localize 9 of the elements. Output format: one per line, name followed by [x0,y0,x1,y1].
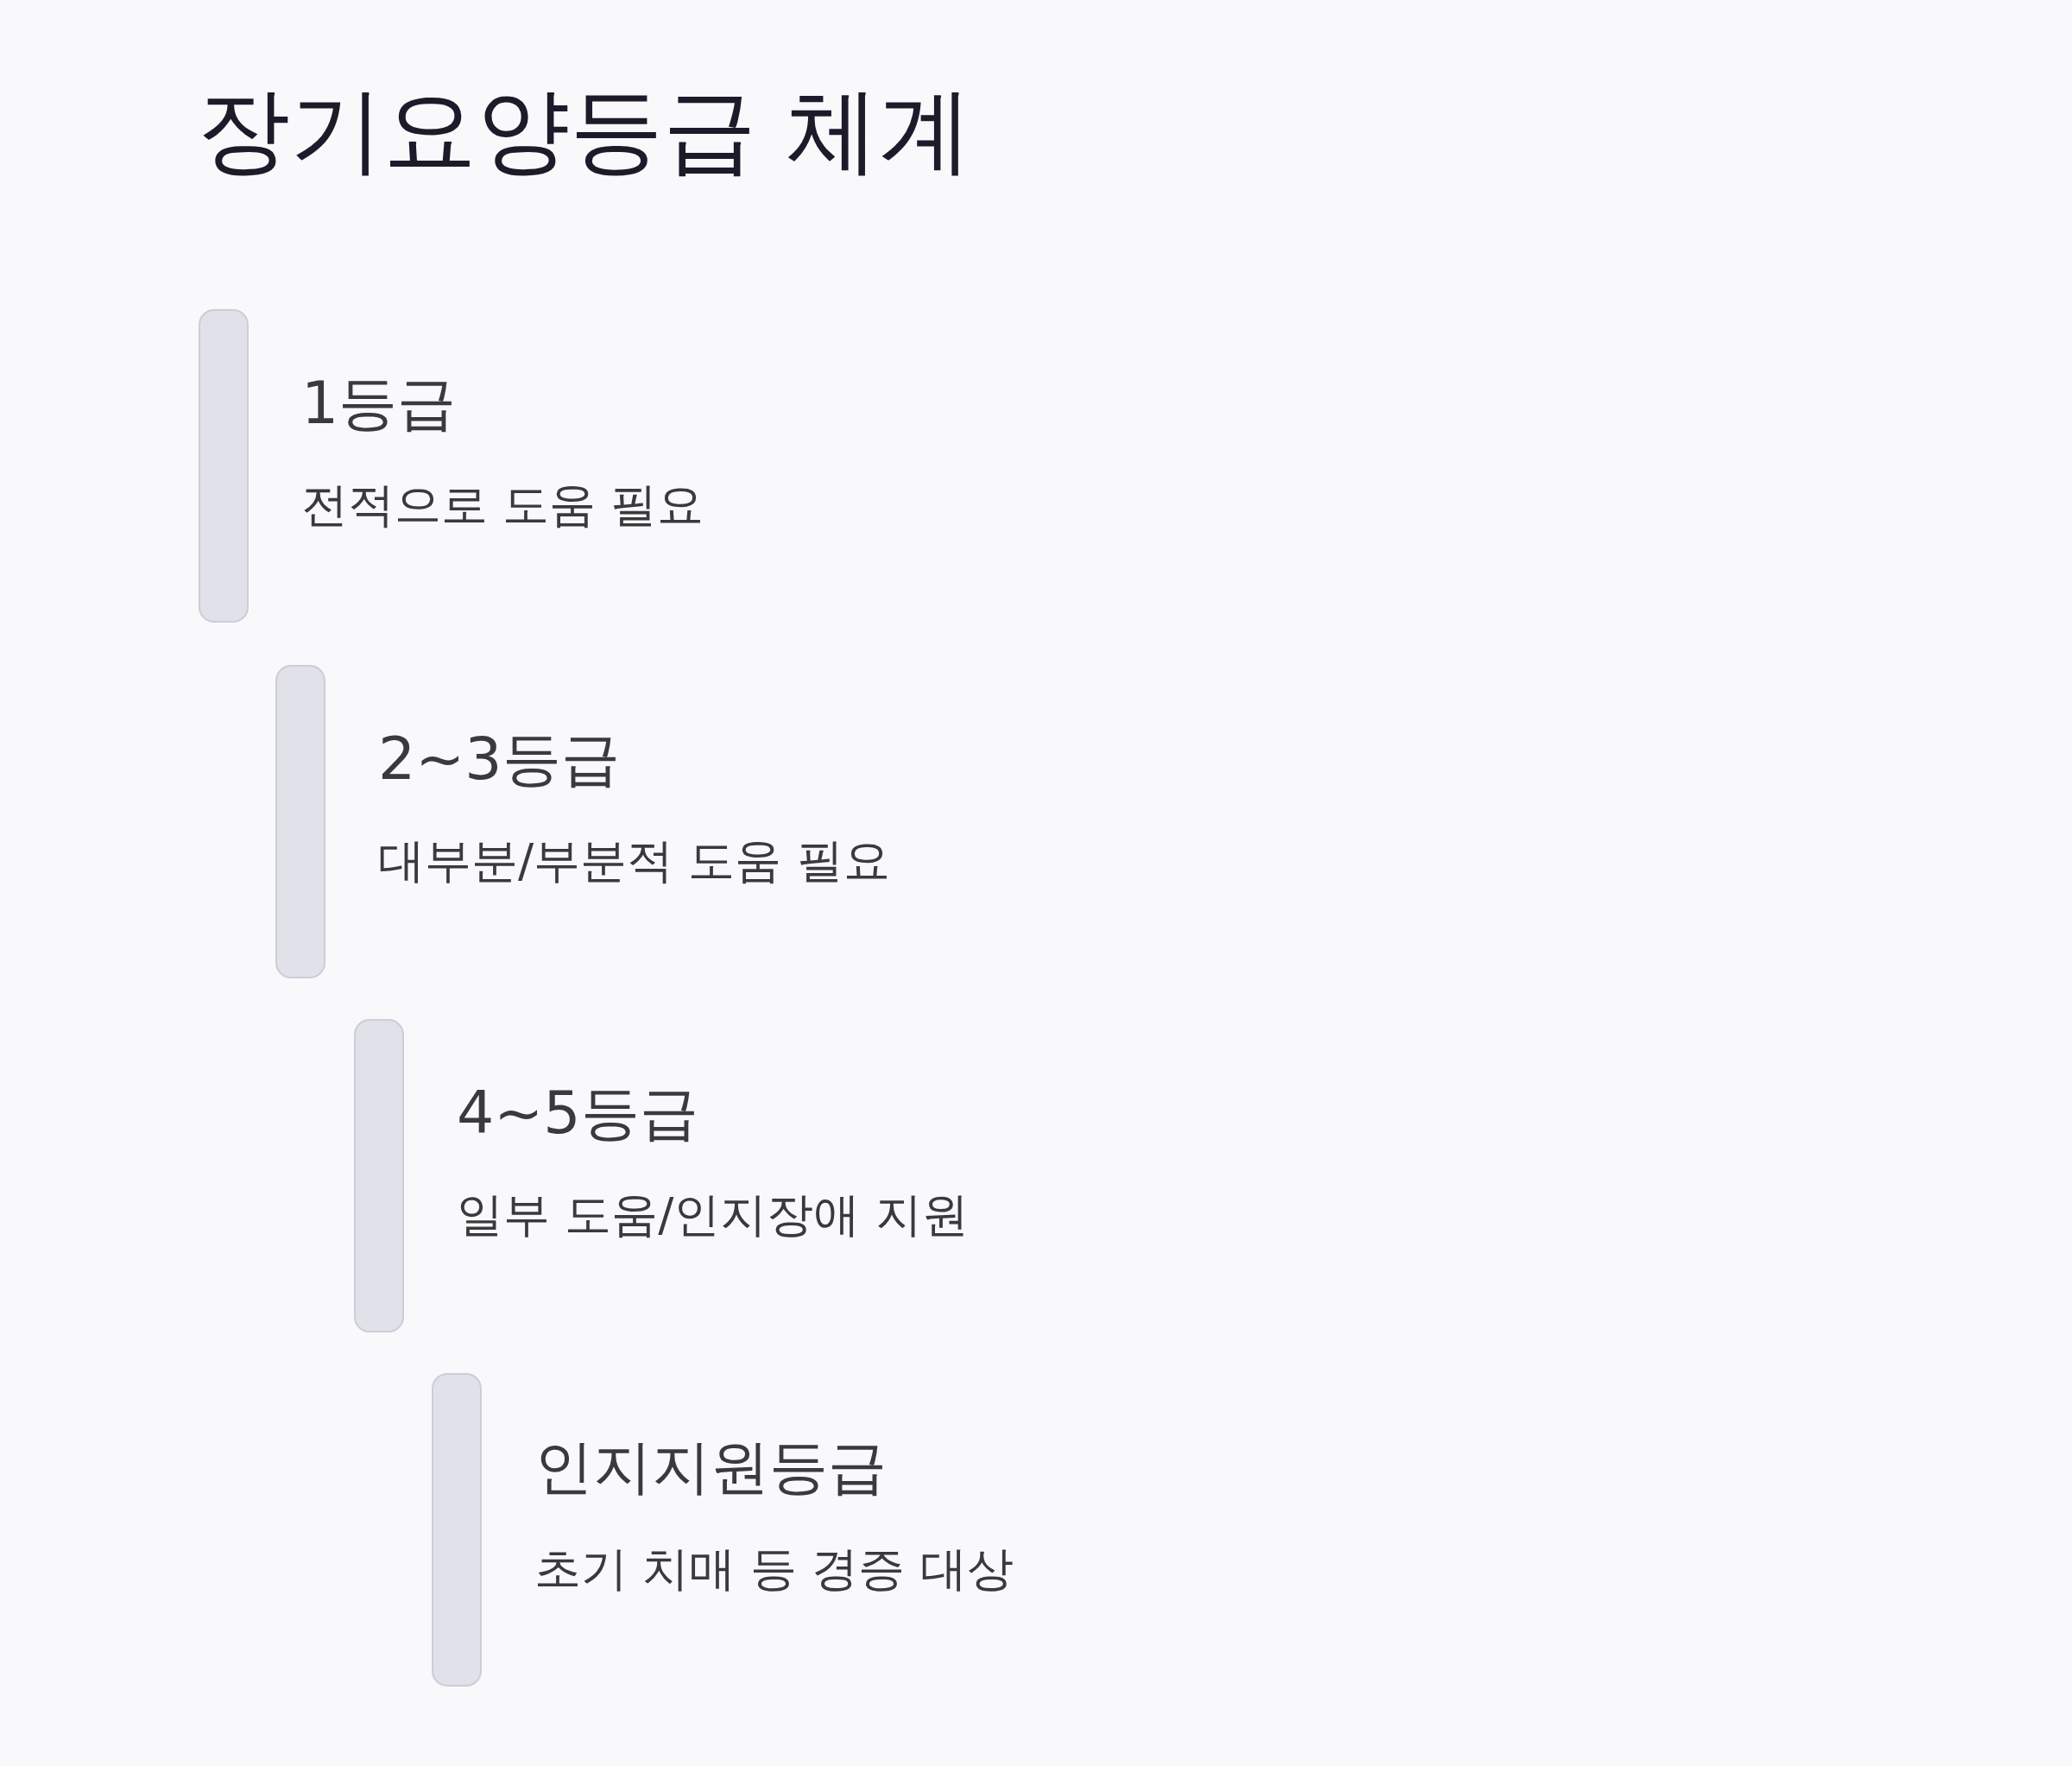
level-heading: 2~3등급 [378,725,620,794]
level-description: 대부분/부분적 도움 필요 [378,834,890,889]
level-heading: 인지지원등급 [534,1434,887,1502]
level-description: 일부 도움/인지장애 지원 [457,1188,969,1243]
page-title: 장기요양등급 체계 [197,75,973,186]
level-heading: 1등급 [301,370,457,438]
level-description: 전적으로 도움 필요 [301,478,704,533]
level-heading: 4~5등급 [457,1079,698,1148]
level-description: 초기 치매 등 경증 대상 [534,1542,1014,1597]
